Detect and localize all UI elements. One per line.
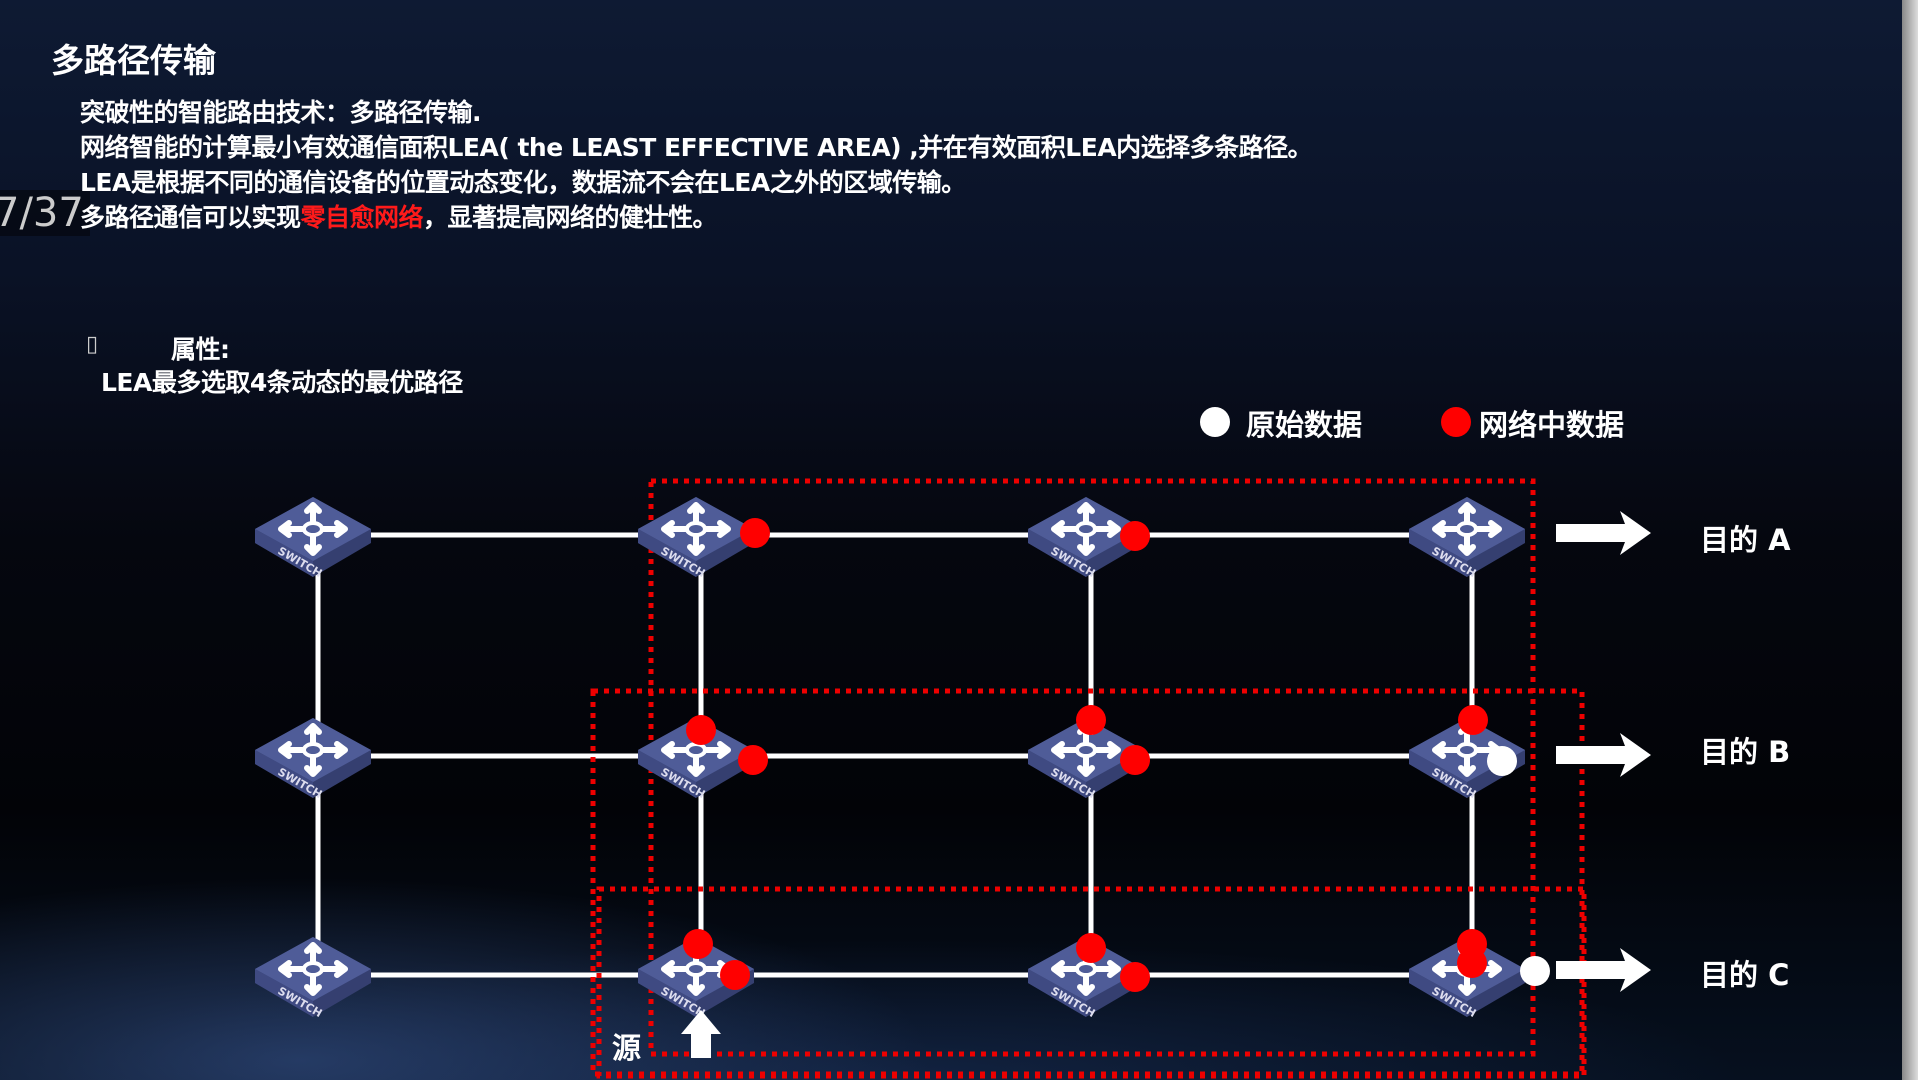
attributes-heading: 属性:: [171, 335, 230, 364]
lea-boundary-3: [596, 886, 1587, 1079]
body-line-1: 突破性的智能路由技术：多路径传输.: [80, 98, 482, 127]
switch-hub: [1456, 521, 1478, 537]
switch-icon: SWITCH: [1028, 718, 1144, 801]
legend-original-data: 原始数据: [1246, 408, 1363, 442]
destination-a: 目的 A: [1700, 523, 1791, 557]
switch-hub: [685, 521, 707, 537]
page-title: 多路径传输: [51, 41, 216, 80]
attributes-item: LEA最多选取4条动态的最优路径: [101, 368, 463, 397]
switch-hub: [1075, 742, 1097, 758]
destination-c: 目的 C: [1700, 958, 1790, 992]
highlight-zero-self-healing: 零自愈网络: [300, 203, 424, 232]
network-data-dot: [738, 745, 768, 775]
legend-red-dot-icon: [1441, 407, 1471, 437]
switch-side: [638, 969, 696, 1017]
source-arrow-icon: [681, 1010, 721, 1058]
page-indicator: 7/37: [0, 190, 90, 236]
body-line-4: 多路径通信可以实现零自愈网络，显著提高网络的健壮性。: [80, 198, 718, 234]
switch-side: [1409, 750, 1467, 798]
window-edge: [1902, 0, 1918, 1080]
destination-b: 目的 B: [1700, 735, 1791, 769]
switch-icon: SWITCH: [638, 718, 754, 801]
switch-icon: SWITCH: [1409, 497, 1525, 580]
switch-hub: [1075, 961, 1097, 977]
network-data-dot: [1457, 948, 1487, 978]
switch-side: [1409, 529, 1467, 577]
switch-hub: [1075, 521, 1097, 537]
original-data-dot: [1487, 746, 1517, 776]
body-line-4-pre: 多路径通信可以实现: [80, 203, 301, 232]
network-data-dot: [1120, 962, 1150, 992]
body-line-3: LEA是根据不同的通信设备的位置动态变化，数据流不会在LEA之外的区域传输。: [80, 168, 966, 197]
network-data-dot: [1076, 933, 1106, 963]
switch-hub: [1456, 742, 1478, 758]
network-data-dot: [740, 518, 770, 548]
switch-icon: SWITCH: [255, 718, 371, 801]
lea-boundary-2: [590, 688, 1585, 1077]
destination-arrow-icon: [1556, 948, 1651, 992]
switch-side: [255, 750, 313, 798]
source-label: 源: [612, 1031, 642, 1065]
network-data-dot: [1076, 705, 1106, 735]
destination-arrow-icon: [1556, 511, 1651, 555]
switch-side: [255, 969, 313, 1017]
legend-white-dot-icon: [1200, 407, 1230, 437]
legend-network-data: 网络中数据: [1479, 408, 1625, 442]
switch-side: [638, 529, 696, 577]
bullet-icon: ▯: [86, 332, 99, 357]
network-data-dot: [686, 715, 716, 745]
switch-hub: [302, 742, 324, 758]
switch-hub: [302, 961, 324, 977]
switch-hub: [302, 521, 324, 537]
switch-icon: SWITCH: [638, 497, 754, 580]
switch-side: [255, 529, 313, 577]
network-data-dot: [683, 929, 713, 959]
network-data-dot: [1458, 705, 1488, 735]
switch-side: [1028, 750, 1086, 798]
switch-hub: [685, 742, 707, 758]
switch-icon: SWITCH: [255, 497, 371, 580]
switch-icon: SWITCH: [255, 937, 371, 1020]
switch-side: [638, 750, 696, 798]
switch-side: [1028, 529, 1086, 577]
switch-hub: [685, 961, 707, 977]
switch-side: [1409, 969, 1467, 1017]
original-data-dot: [1520, 956, 1550, 986]
switch-side: [1028, 969, 1086, 1017]
body-line-2: 网络智能的计算最小有效通信面积LEA( the LEAST EFFECTIVE …: [80, 133, 1313, 162]
network-data-dot: [1120, 521, 1150, 551]
lea-boundary-1: [648, 478, 1536, 1057]
network-data-dot: [720, 960, 750, 990]
body-line-4-post: ，显著提高网络的健壮性。: [423, 203, 718, 232]
network-data-dot: [1120, 745, 1150, 775]
switch-icon: SWITCH: [638, 937, 754, 1020]
destination-arrow-icon: [1556, 733, 1651, 777]
